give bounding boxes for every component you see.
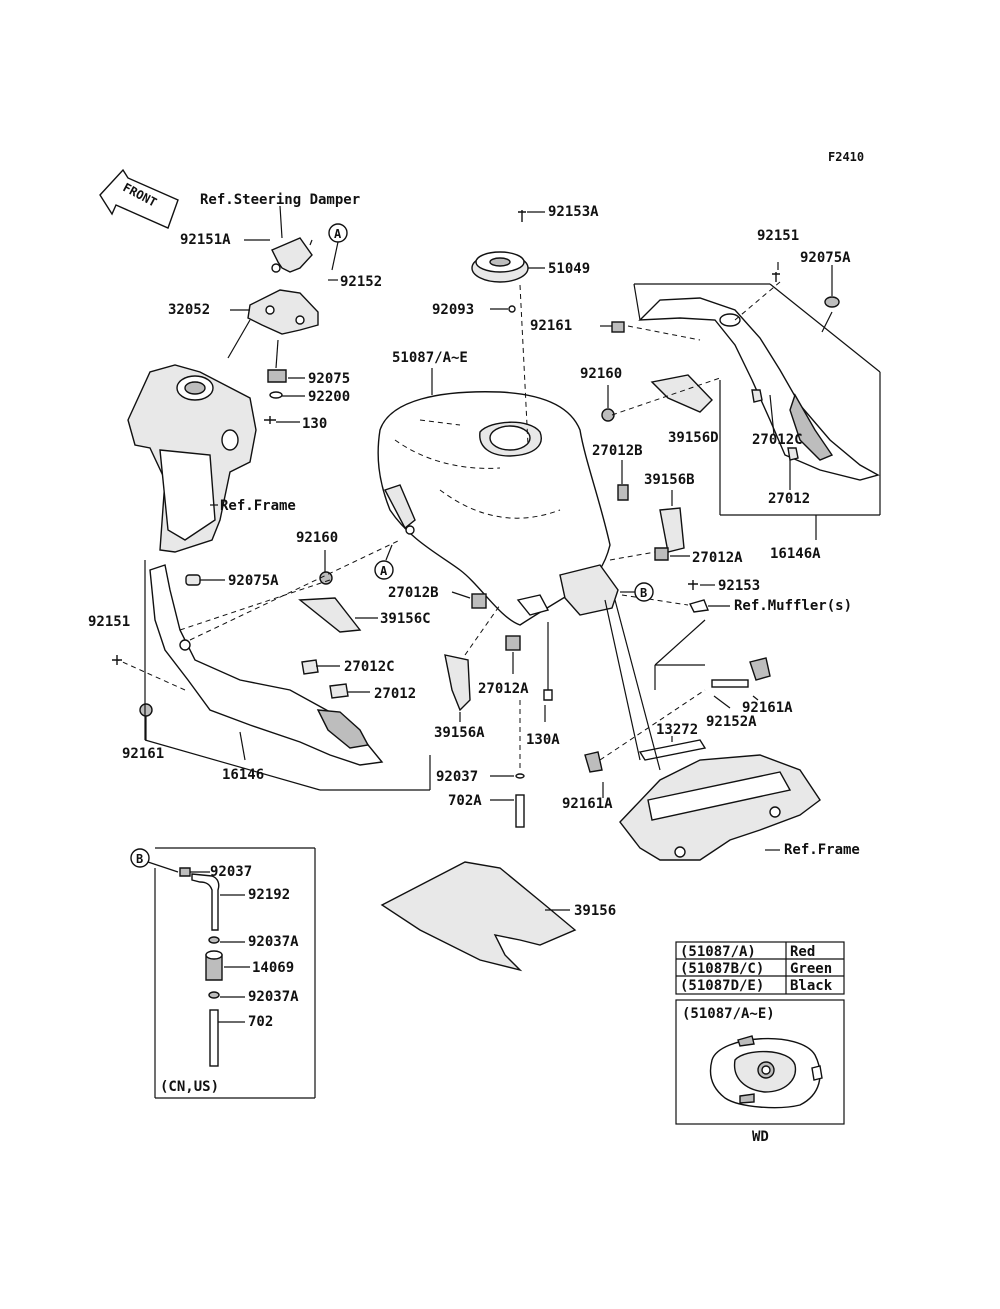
label-92152A: 92152A xyxy=(706,714,757,730)
label-92160-mid: 92160 xyxy=(580,366,622,382)
muffler-ref-parts xyxy=(621,580,730,690)
ref-muffler: Ref.Muffler(s) xyxy=(734,598,852,614)
color-code-3: (51087D/E) xyxy=(680,978,764,994)
label-92075A-right: 92075A xyxy=(800,250,851,266)
label-39156D: 39156D xyxy=(668,430,719,446)
label-51087: 51087/A~E xyxy=(392,350,468,366)
label-92151-left: 92151 xyxy=(88,614,130,630)
fuel-tank-part xyxy=(377,368,619,626)
label-130A: 130A xyxy=(526,732,560,748)
marker-a-top: A xyxy=(328,223,348,243)
label-92161A-right: 92161A xyxy=(742,700,793,716)
wd-inset-title: (51087/A~E) xyxy=(682,1006,775,1022)
label-92153A: 92153A xyxy=(548,204,599,220)
inset-b-item-2: 92192 xyxy=(248,887,290,903)
seat-pad-part xyxy=(380,861,577,972)
label-92161-top: 92161 xyxy=(530,318,572,334)
label-16146: 16146 xyxy=(222,767,264,783)
label-92153: 92153 xyxy=(718,578,760,594)
label-92160-left: 92160 xyxy=(296,530,338,546)
label-27012-left: 27012 xyxy=(374,686,416,702)
label-39156B: 39156B xyxy=(644,472,695,488)
label-92037: 92037 xyxy=(436,769,478,785)
label-39156C: 39156C xyxy=(380,611,431,627)
label-32052: 32052 xyxy=(168,302,210,318)
label-702A: 702A xyxy=(448,793,482,809)
label-92075A-left: 92075A xyxy=(228,573,279,589)
inset-b-item-1: 92037 xyxy=(210,864,252,880)
svg-text:A: A xyxy=(380,564,388,578)
pad-parts-right xyxy=(601,374,721,561)
rear-frame-part xyxy=(584,599,821,861)
color-name-1: Red xyxy=(790,944,815,960)
color-name-2: Green xyxy=(790,961,832,977)
label-39156A: 39156A xyxy=(434,725,485,741)
label-27012A-mid: 27012A xyxy=(478,681,529,697)
inset-b: B 92037 92192 92037A 14069 92037A 702 (C… xyxy=(130,847,316,1099)
color-code-1: (51087/A) xyxy=(680,944,756,960)
ref-steering-damper: Ref.Steering Damper xyxy=(200,192,360,208)
label-39156: 39156 xyxy=(574,903,616,919)
ref-frame-right: Ref.Frame xyxy=(784,842,860,858)
label-92151-right: 92151 xyxy=(757,228,799,244)
inset-b-item-4: 14069 xyxy=(252,960,294,976)
label-92161A-low: 92161A xyxy=(562,796,613,812)
inset-b-item-6: 702 xyxy=(248,1014,273,1030)
left-cover-part xyxy=(112,539,431,791)
svg-text:B: B xyxy=(640,586,647,600)
label-92200: 92200 xyxy=(308,389,350,405)
inset-b-item-3: 92037A xyxy=(248,934,299,950)
wd-inset: (51087/A~E) WD xyxy=(675,999,845,1145)
ref-frame-left: Ref.Frame xyxy=(220,498,296,514)
inset-b-item-5: 92037A xyxy=(248,989,299,1005)
color-code-2: (51087B/C) xyxy=(680,961,764,977)
right-cover-part xyxy=(600,262,881,540)
label-27012-right: 27012 xyxy=(768,491,810,507)
label-27012B-mid: 27012B xyxy=(388,585,439,601)
label-92075-top: 92075 xyxy=(308,371,350,387)
wd-caption: WD xyxy=(752,1129,769,1145)
pad-parts-center xyxy=(444,591,521,722)
marker-a-mid: A xyxy=(374,560,394,580)
svg-text:A: A xyxy=(334,227,342,241)
marker-b-mid: B xyxy=(634,582,654,602)
marker-b-inset: B xyxy=(136,852,143,866)
label-27012B-top: 27012B xyxy=(592,443,643,459)
label-27012A-right: 27012A xyxy=(692,550,743,566)
fuel-cap-part xyxy=(471,210,545,446)
label-51049: 51049 xyxy=(548,261,590,277)
label-13272: 13272 xyxy=(656,722,698,738)
label-27012C-right: 27012C xyxy=(752,432,803,448)
inset-b-note: (CN,US) xyxy=(160,1079,219,1095)
label-92093: 92093 xyxy=(432,302,474,318)
label-92152: 92152 xyxy=(340,274,382,290)
left-frame-part xyxy=(127,364,257,553)
label-27012C-left: 27012C xyxy=(344,659,395,675)
label-130: 130 xyxy=(302,416,327,432)
drain-parts xyxy=(490,622,553,828)
label-16146A: 16146A xyxy=(770,546,821,562)
label-92151A: 92151A xyxy=(180,232,231,248)
label-92161-left: 92161 xyxy=(122,746,164,762)
figure-code: F2410 xyxy=(828,150,864,164)
steering-bracket-part xyxy=(227,205,338,424)
front-arrow-icon: FRONT xyxy=(99,168,179,229)
color-table: (51087/A) Red (51087B/C) Green (51087D/E… xyxy=(675,941,845,995)
color-name-3: Black xyxy=(790,978,833,994)
